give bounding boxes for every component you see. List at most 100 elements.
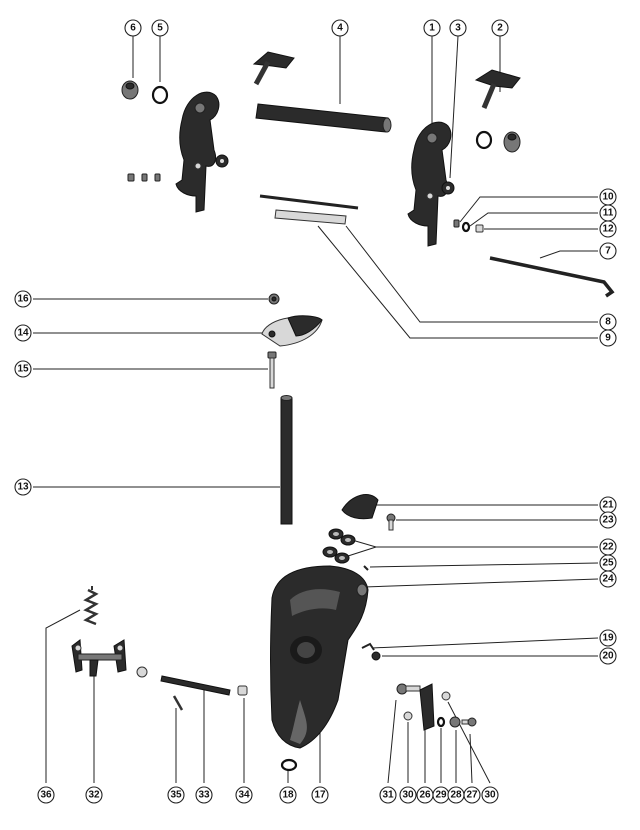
part-30-washer-b xyxy=(441,691,451,701)
part-35-pin xyxy=(172,695,184,711)
part-20-nut xyxy=(371,651,381,661)
nut-small xyxy=(136,666,148,678)
svg-text:6: 6 xyxy=(130,23,136,34)
callout-11: 11 xyxy=(599,204,617,222)
callout-15: 15 xyxy=(14,360,32,378)
callout-18: 18 xyxy=(279,786,297,804)
part-32-lever xyxy=(71,639,127,677)
svg-text:2: 2 xyxy=(497,23,503,34)
part-16-nut xyxy=(268,293,280,305)
part-2-t-handle xyxy=(474,69,521,109)
part-27-screw xyxy=(461,717,477,727)
part-28-washer xyxy=(449,716,461,728)
callout-4: 4 xyxy=(331,19,349,37)
part-30-washer-a xyxy=(403,711,413,721)
callout-6: 6 xyxy=(124,19,142,37)
svg-text:4: 4 xyxy=(337,23,343,34)
callout-25: 25 xyxy=(599,554,617,572)
part-6-nut xyxy=(121,80,139,100)
callout-14: 14 xyxy=(14,324,32,342)
callout-36: 36 xyxy=(37,786,55,804)
part-3-washer xyxy=(441,181,455,195)
svg-text:3: 3 xyxy=(455,23,461,34)
svg-text:31: 31 xyxy=(382,790,394,801)
svg-text:25: 25 xyxy=(602,558,614,569)
callout-17: 17 xyxy=(311,786,329,804)
svg-text:21: 21 xyxy=(602,500,614,511)
ring-right xyxy=(475,130,493,150)
svg-text:35: 35 xyxy=(170,790,182,801)
callout-1: 1 xyxy=(423,19,441,37)
part-22-bushings xyxy=(322,528,356,564)
callout-2: 2 xyxy=(491,19,509,37)
part-5-ring xyxy=(151,85,169,105)
svg-text:22: 22 xyxy=(602,542,614,553)
part-33-rod xyxy=(160,675,231,696)
svg-text:20: 20 xyxy=(602,651,614,662)
callout-35: 35 xyxy=(167,786,185,804)
callout-29: 29 xyxy=(432,786,450,804)
part-15-bolt xyxy=(267,351,277,389)
callout-30-a: 30 xyxy=(399,786,417,804)
part-21-cover xyxy=(341,494,379,520)
callout-9: 9 xyxy=(599,329,617,347)
svg-text:9: 9 xyxy=(605,333,611,344)
svg-text:34: 34 xyxy=(238,790,250,801)
callout-30-b: 30 xyxy=(481,786,499,804)
svg-text:14: 14 xyxy=(17,328,29,339)
callout-20: 20 xyxy=(599,647,617,665)
part-19-clip xyxy=(361,642,375,651)
svg-text:5: 5 xyxy=(157,23,163,34)
part-36-spring xyxy=(83,586,99,626)
svg-text:19: 19 xyxy=(602,633,614,644)
part-7-wrench xyxy=(489,256,615,298)
svg-text:23: 23 xyxy=(602,515,614,526)
part-29-ring xyxy=(436,716,446,728)
part-9-rod xyxy=(274,209,347,225)
svg-text:24: 24 xyxy=(602,574,614,585)
callout-26: 26 xyxy=(416,786,434,804)
svg-text:16: 16 xyxy=(17,294,29,305)
part-23-screw xyxy=(386,513,396,531)
callout-32: 32 xyxy=(85,786,103,804)
svg-text:33: 33 xyxy=(198,790,210,801)
clamp-bracket-left xyxy=(175,91,220,213)
callout-31: 31 xyxy=(379,786,397,804)
callout-8: 8 xyxy=(599,313,617,331)
washer-left xyxy=(215,154,229,168)
svg-text:27: 27 xyxy=(466,790,478,801)
part-14-plate xyxy=(261,315,323,347)
svg-text:11: 11 xyxy=(603,208,614,219)
callout-7: 7 xyxy=(599,242,617,260)
part-13-tube xyxy=(280,395,293,525)
part-1-clamp-bracket xyxy=(407,121,452,247)
svg-text:8: 8 xyxy=(605,317,611,328)
svg-text:12: 12 xyxy=(602,224,614,235)
callout-10: 10 xyxy=(599,188,617,206)
part-17-swivel-housing xyxy=(270,565,369,749)
svg-text:18: 18 xyxy=(282,790,294,801)
parts xyxy=(71,51,615,772)
callout-22: 22 xyxy=(599,538,617,556)
callout-13: 13 xyxy=(14,478,32,496)
callouts: 6 5 4 1 3 2 10 11 12 7 8 9 16 14 15 13 2… xyxy=(14,19,617,804)
svg-text:32: 32 xyxy=(88,790,100,801)
part-31-bolt xyxy=(396,683,421,695)
t-handle-left xyxy=(252,51,295,86)
callout-5: 5 xyxy=(151,19,169,37)
svg-text:15: 15 xyxy=(17,364,29,375)
parts-10-11-12 xyxy=(453,219,484,233)
rod xyxy=(259,194,359,210)
callout-24: 24 xyxy=(599,570,617,588)
svg-text:10: 10 xyxy=(602,192,614,203)
part-26-arm xyxy=(419,683,435,731)
callout-28: 28 xyxy=(447,786,465,804)
nut-right xyxy=(503,131,521,153)
svg-text:26: 26 xyxy=(419,790,431,801)
svg-text:28: 28 xyxy=(450,790,462,801)
svg-text:1: 1 xyxy=(429,23,435,34)
callout-12: 12 xyxy=(599,220,617,238)
callout-27: 27 xyxy=(463,786,481,804)
part-34-block xyxy=(237,685,248,696)
